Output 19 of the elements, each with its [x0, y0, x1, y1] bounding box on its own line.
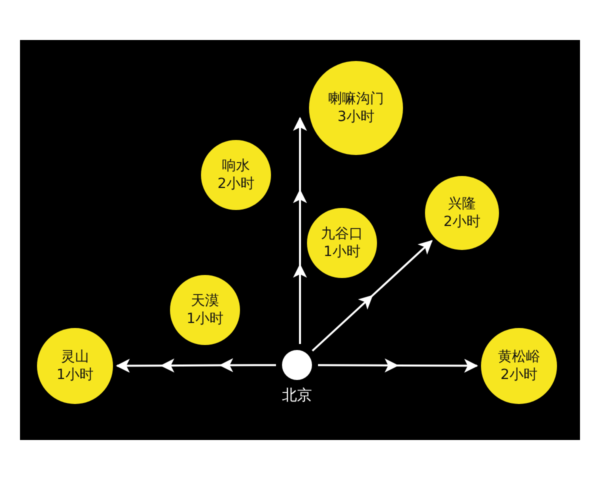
place-label: 1小时 [324, 243, 360, 261]
place-label: 2小时 [500, 366, 538, 384]
place-label: 灵山 [61, 348, 89, 366]
place-label: 1小时 [186, 310, 224, 328]
place-label: 3小时 [338, 108, 374, 126]
place-label: 兴隆 [448, 195, 476, 213]
place-label: 2小时 [218, 175, 254, 193]
place-label: 黄松峪 [498, 348, 540, 366]
place-label: 2小时 [444, 213, 480, 231]
place-label: 九谷口 [321, 225, 363, 243]
place-label: 喇嘛沟门 [328, 90, 384, 108]
place-label: 天漠 [191, 292, 219, 310]
arrow [293, 117, 307, 344]
arrow [116, 358, 276, 372]
city-label: 北京 [282, 386, 312, 405]
arrow [312, 240, 433, 352]
place-label: 1小时 [56, 366, 94, 384]
place-label: 响水 [222, 157, 250, 175]
arrow [318, 358, 478, 373]
